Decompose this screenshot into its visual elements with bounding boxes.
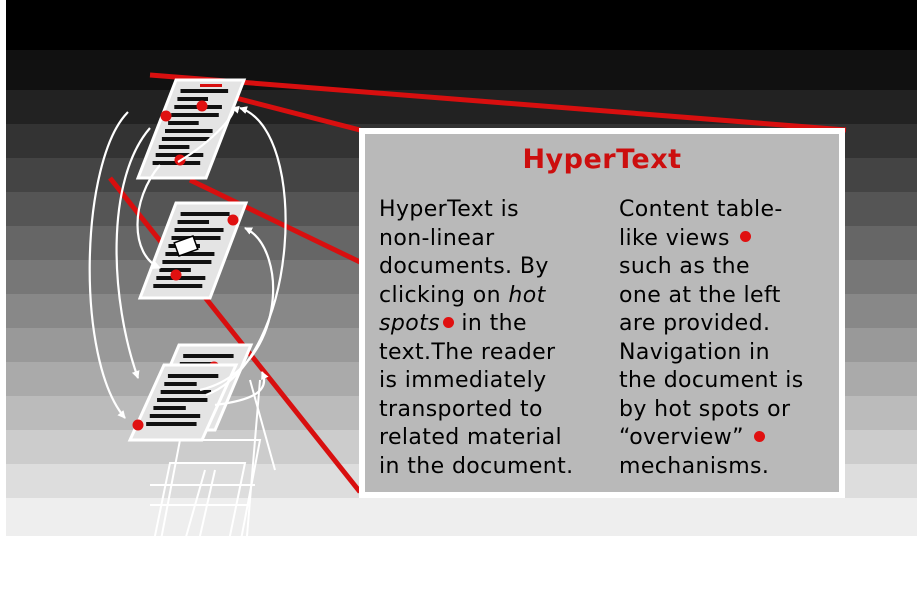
projection-line-1 <box>235 95 361 133</box>
panel-title: HyperText <box>522 144 682 175</box>
text-fragment: like views <box>619 225 730 251</box>
link-arrow-icon <box>199 227 275 392</box>
text-line: are provided. <box>619 311 771 336</box>
link-arrow-icon <box>177 105 240 163</box>
hot-spot-dot-icon <box>196 100 208 112</box>
stack-page-outline <box>158 439 262 546</box>
link-arrow-icon <box>214 371 269 407</box>
text-line-bar <box>160 390 212 394</box>
text-line-bar <box>177 97 209 101</box>
document-page-icon <box>135 78 247 180</box>
text-line: such as the <box>619 254 750 279</box>
hot-spot-dot-icon <box>170 269 182 281</box>
text-line: one at the left <box>619 282 781 308</box>
text-line: text.The reader <box>379 339 556 365</box>
text-line-bar <box>146 422 197 426</box>
text-line: in the document. <box>379 453 574 479</box>
text-line: the document is <box>619 368 804 393</box>
text-line-bar <box>153 406 186 410</box>
text-fragment: clicking on <box>379 282 501 308</box>
text-line: related material <box>379 425 563 450</box>
gradient-band <box>0 536 917 606</box>
text-line-bar <box>158 145 190 149</box>
gradient-band <box>0 498 917 536</box>
hot-spot-dot-icon <box>754 430 766 442</box>
gradient-band <box>0 50 917 90</box>
text-line-bar <box>171 236 221 240</box>
text-line-bar <box>156 276 206 280</box>
text-line: HyperText is <box>379 197 519 222</box>
text-line: like views <box>619 225 804 254</box>
projection-line-2 <box>188 177 362 265</box>
text-line: non-linear <box>379 225 495 251</box>
text-line: by hot spots or <box>619 396 791 422</box>
text-line-bar <box>180 89 229 93</box>
text-line: spots in the <box>379 310 574 339</box>
hypertext-info-panel: HyperText HyperText is non-linear docume… <box>359 128 845 498</box>
text-line-bar <box>177 220 210 224</box>
text-line: is immediately <box>379 368 547 393</box>
projection-lines <box>108 72 847 494</box>
projection-line-top <box>149 72 847 133</box>
text-line-bar <box>162 260 212 264</box>
link-arrows <box>88 105 287 419</box>
text-line-bar <box>180 212 230 216</box>
text-line-bar <box>183 354 234 358</box>
link-arrow-icon <box>88 111 129 419</box>
hot-spot-term: spots <box>379 311 440 336</box>
document-pages <box>127 78 254 442</box>
text-line: documents. By <box>379 254 549 279</box>
hot-spot-term: hot <box>508 282 546 308</box>
page-heading-bar <box>200 84 222 87</box>
text-line-bar <box>161 137 210 141</box>
link-arrow-icon <box>136 164 161 270</box>
text-line-bar <box>171 113 219 117</box>
projection-line-3 <box>108 176 362 494</box>
text-line: transported to <box>379 396 543 422</box>
text-line-bar <box>165 129 213 133</box>
stack-page-outline <box>148 462 247 561</box>
text-line-bar <box>174 228 224 232</box>
hot-spot-dot-icon <box>132 419 144 431</box>
left-border <box>0 0 6 606</box>
left-text-column: HyperText is non-linear documents. By cl… <box>379 196 574 481</box>
hot-spot-dot-icon <box>740 231 752 242</box>
document-page-icon <box>127 363 239 442</box>
text-line: Navigation in <box>619 339 770 365</box>
text-line-bar <box>157 398 208 402</box>
text-line-bar <box>168 121 199 125</box>
text-fragment: “overview” <box>619 425 744 450</box>
hot-spot-dot-icon <box>442 316 454 328</box>
page-sheet <box>127 363 239 442</box>
text-line: mechanisms. <box>619 453 770 479</box>
text-line: Content table- <box>619 197 783 222</box>
document-page-icon <box>137 201 249 300</box>
text-line-bar <box>167 374 219 378</box>
text-line-bar <box>149 414 201 418</box>
text-line: clicking on hot <box>379 282 574 311</box>
gradient-band <box>0 90 917 124</box>
text-line: “overview” <box>619 424 804 453</box>
hot-spot-dot-icon <box>227 214 239 226</box>
text-line-bar <box>153 284 203 288</box>
right-text-column: Content table- like views such as the on… <box>619 196 804 481</box>
text-fragment: in the <box>461 311 527 336</box>
badge-icon <box>173 235 199 257</box>
hot-spot-dot-icon <box>160 110 172 122</box>
text-line-bar <box>165 252 215 256</box>
gradient-band <box>0 0 917 50</box>
text-line-bar <box>164 382 197 386</box>
link-arrow-icon <box>115 127 151 379</box>
